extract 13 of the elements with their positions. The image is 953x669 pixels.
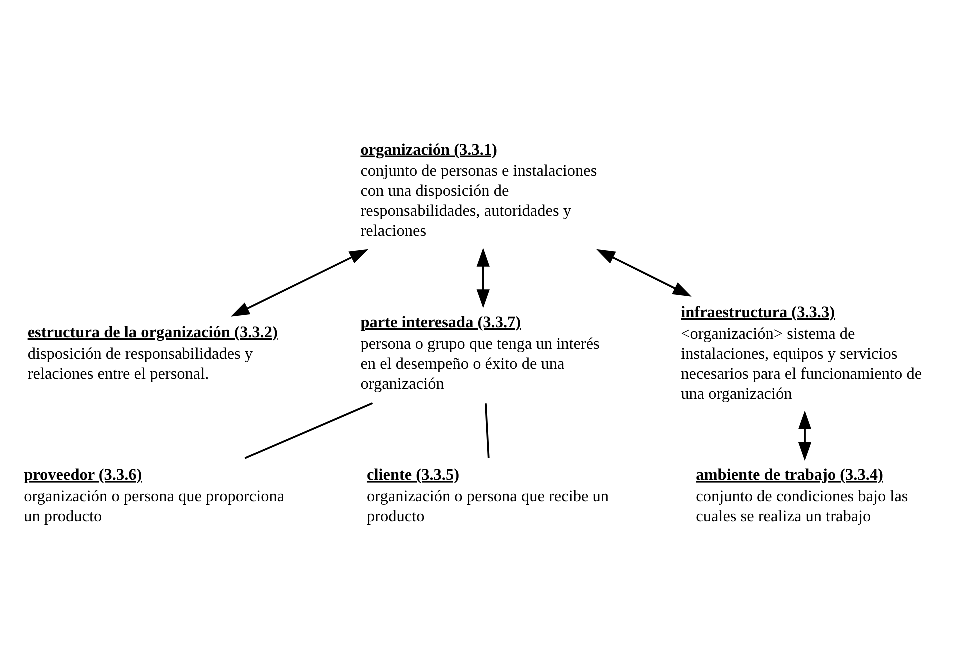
node-text: organización (3.3.1) conjunto de personas e instalaciones con una disposición de responsabilidades, autoridades y relaciones xyxy=(360,140,598,240)
arrow xyxy=(798,410,812,462)
node-text: estructura de la organización (3.3.2) disposición de responsabilidades y relaciones entre el personal. xyxy=(28,324,278,383)
arrow xyxy=(596,249,692,297)
node-text: proveedor (3.3.6) organización o persona que proporciona un producto xyxy=(24,466,285,526)
connector xyxy=(244,402,374,460)
node-text: infraestructura (3.3.3) <organización> sistema de instalaciones, equipos y servicios necesarios para el funcionamiento de una organización xyxy=(681,303,922,403)
connector xyxy=(485,404,490,458)
node-text: ambiente de trabajo (3.3.4) conjunto de condiciones bajo las cuales se realiza un trabajo xyxy=(696,466,908,526)
arrow xyxy=(476,248,490,308)
node-text: cliente (3.3.5) organización o persona que recibe un producto xyxy=(366,466,609,526)
node-text: parte interesada (3.3.7) persona o grupo que tenga un interés en el desempeño o éxito de una organización xyxy=(360,313,600,393)
arrow xyxy=(230,249,368,317)
